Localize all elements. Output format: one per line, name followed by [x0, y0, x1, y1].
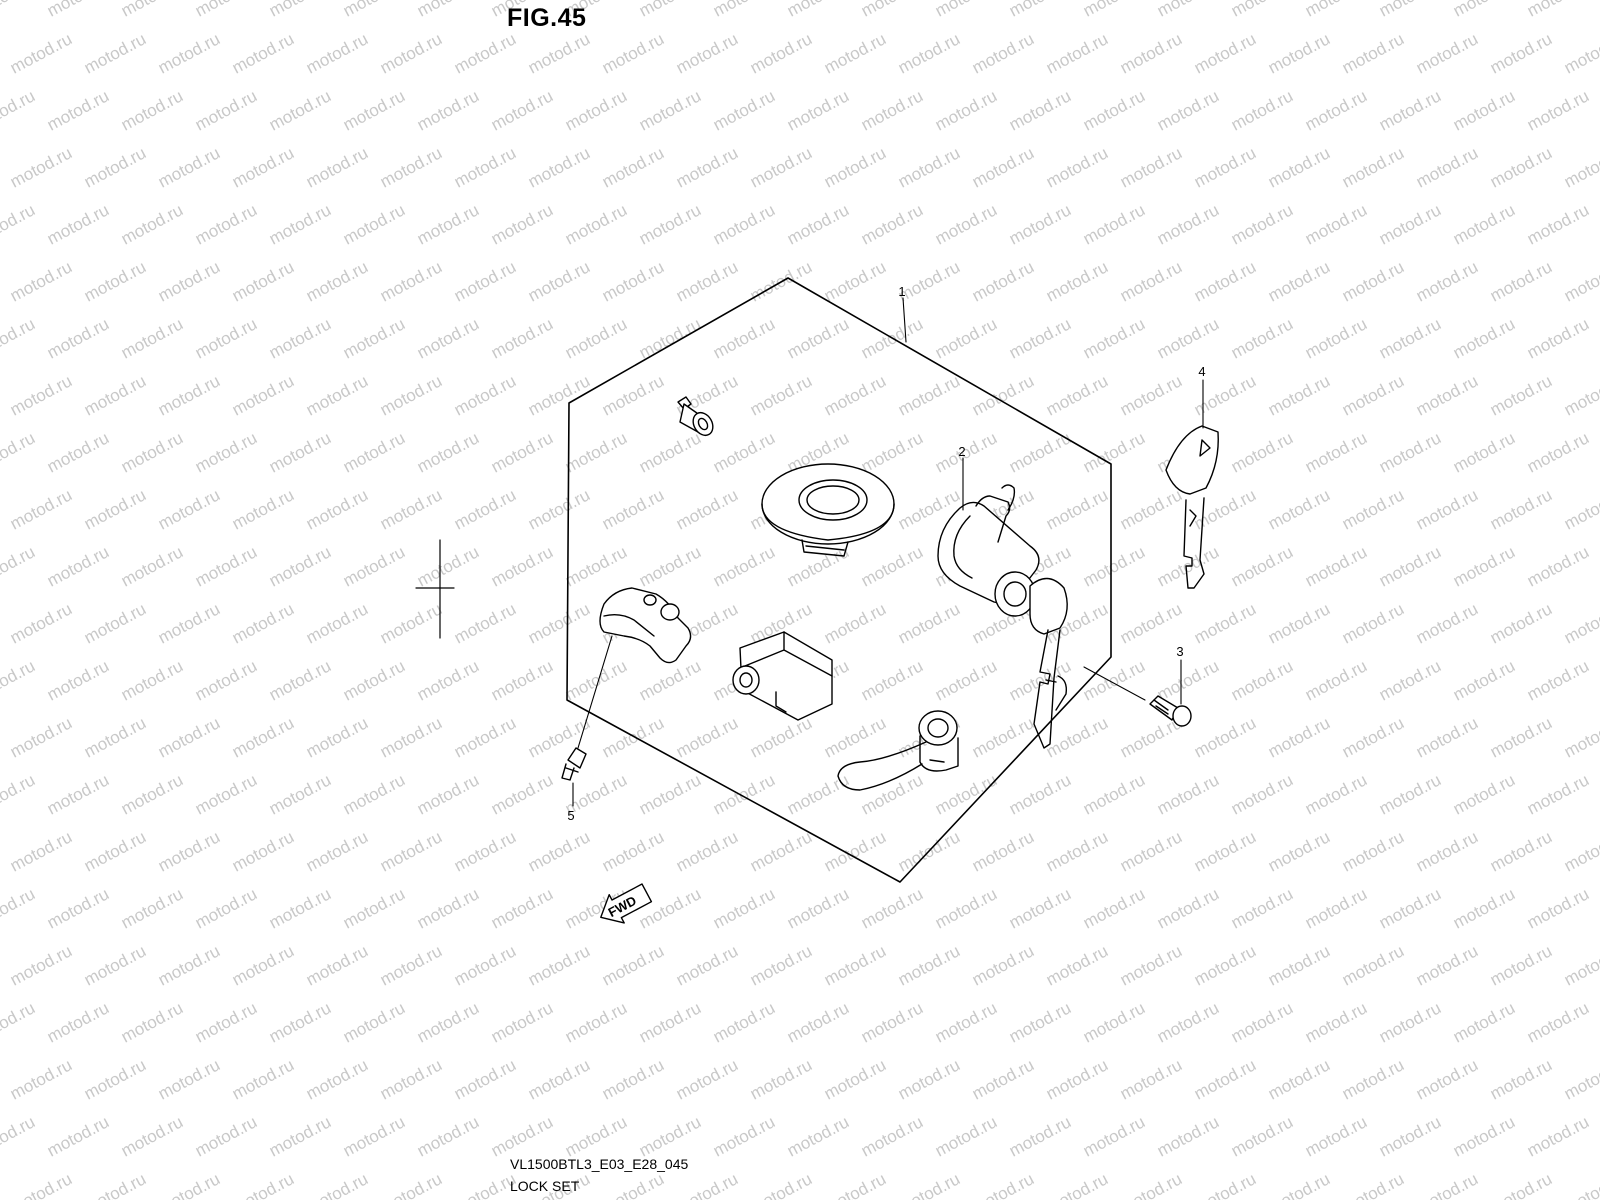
lock-set-outline [566, 277, 1112, 883]
helmet-lock [732, 631, 833, 721]
model-code: VL1500BTL3_E03_E28_045 [510, 1156, 689, 1172]
fuel-cap [761, 463, 895, 557]
seat-lock-latch [837, 710, 959, 791]
figure-name: LOCK SET [510, 1178, 580, 1194]
callout-leaders [572, 297, 1204, 807]
ignition-switch [937, 484, 1040, 617]
callout-2: 2 [958, 444, 965, 459]
screw-5 [561, 747, 587, 781]
ignition-key [1029, 577, 1068, 749]
callout-5: 5 [567, 808, 574, 823]
registration-mark [415, 539, 455, 639]
spare-key [1165, 425, 1219, 589]
forward-arrow-icon: FWD [600, 883, 653, 924]
leader-ignition-to-3 [1083, 666, 1146, 701]
seat-lock-bracket [599, 587, 692, 664]
bolt [1149, 695, 1192, 727]
callout-3: 3 [1176, 644, 1183, 659]
small-lock-cylinder [677, 396, 714, 437]
figure-title: FIG.45 [507, 4, 587, 32]
callout-1: 1 [898, 284, 905, 299]
callout-4: 4 [1198, 364, 1205, 379]
